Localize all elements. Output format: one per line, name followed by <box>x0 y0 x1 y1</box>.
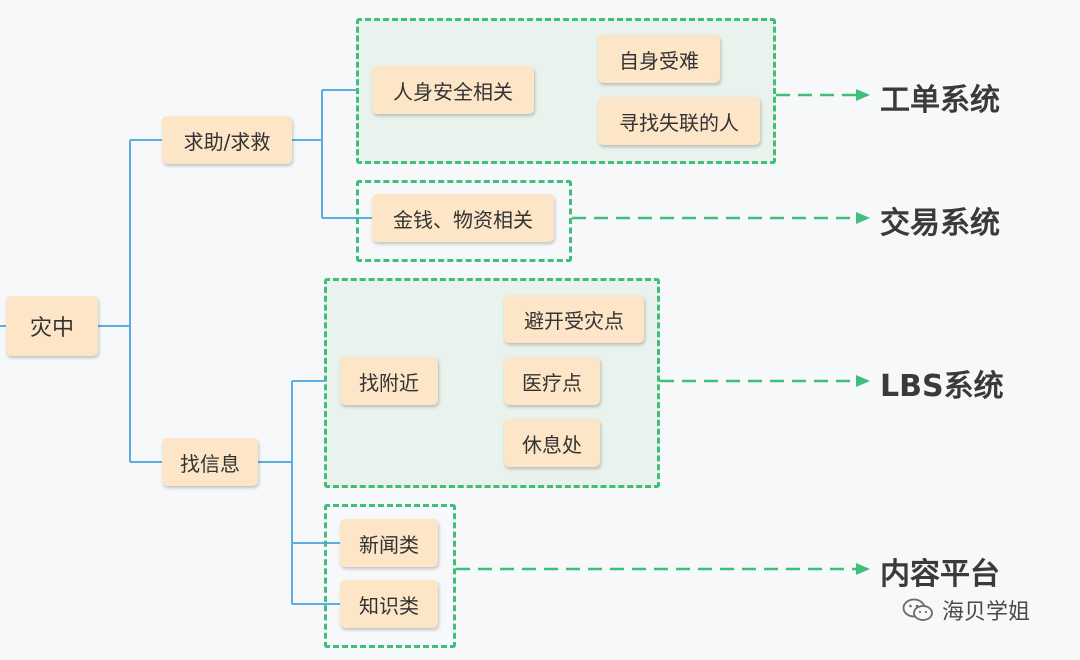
node-avoid-disaster: 避开受灾点 <box>504 295 644 343</box>
node-news: 新闻类 <box>340 519 438 567</box>
node-find-missing: 寻找失联的人 <box>598 97 760 145</box>
node-nearby: 找附近 <box>340 357 438 405</box>
group-content <box>324 504 456 648</box>
node-medical: 医疗点 <box>504 357 600 405</box>
node-self-distress: 自身受难 <box>598 35 720 83</box>
group-money-supplies <box>356 180 572 262</box>
watermark: 海贝学姐 <box>902 594 1030 626</box>
target-content-platform: 内容平台 <box>880 557 1000 592</box>
node-money-supplies: 金钱、物资相关 <box>372 194 554 242</box>
node-help: 求助/求救 <box>162 116 292 164</box>
target-ticket-system: 工单系统 <box>880 83 1000 118</box>
node-knowledge: 知识类 <box>340 580 438 628</box>
arrowhead-content <box>856 563 870 575</box>
connector-info-children <box>258 380 340 605</box>
arrowhead-ticket <box>856 89 870 101</box>
node-root: 灾中 <box>6 296 98 356</box>
target-lbs-system: LBS系统 <box>880 369 1004 404</box>
wechat-icon <box>902 598 933 621</box>
watermark-text: 海贝学姐 <box>942 600 1031 625</box>
connector-help-children <box>292 89 372 219</box>
node-personal-safety: 人身安全相关 <box>372 66 534 114</box>
node-find-info: 找信息 <box>162 438 258 486</box>
arrowhead-trade <box>856 212 870 224</box>
arrowhead-lbs <box>856 375 870 387</box>
node-rest: 休息处 <box>504 419 600 467</box>
target-trade-system: 交易系统 <box>880 206 1000 241</box>
connector-root-branches <box>98 139 162 463</box>
